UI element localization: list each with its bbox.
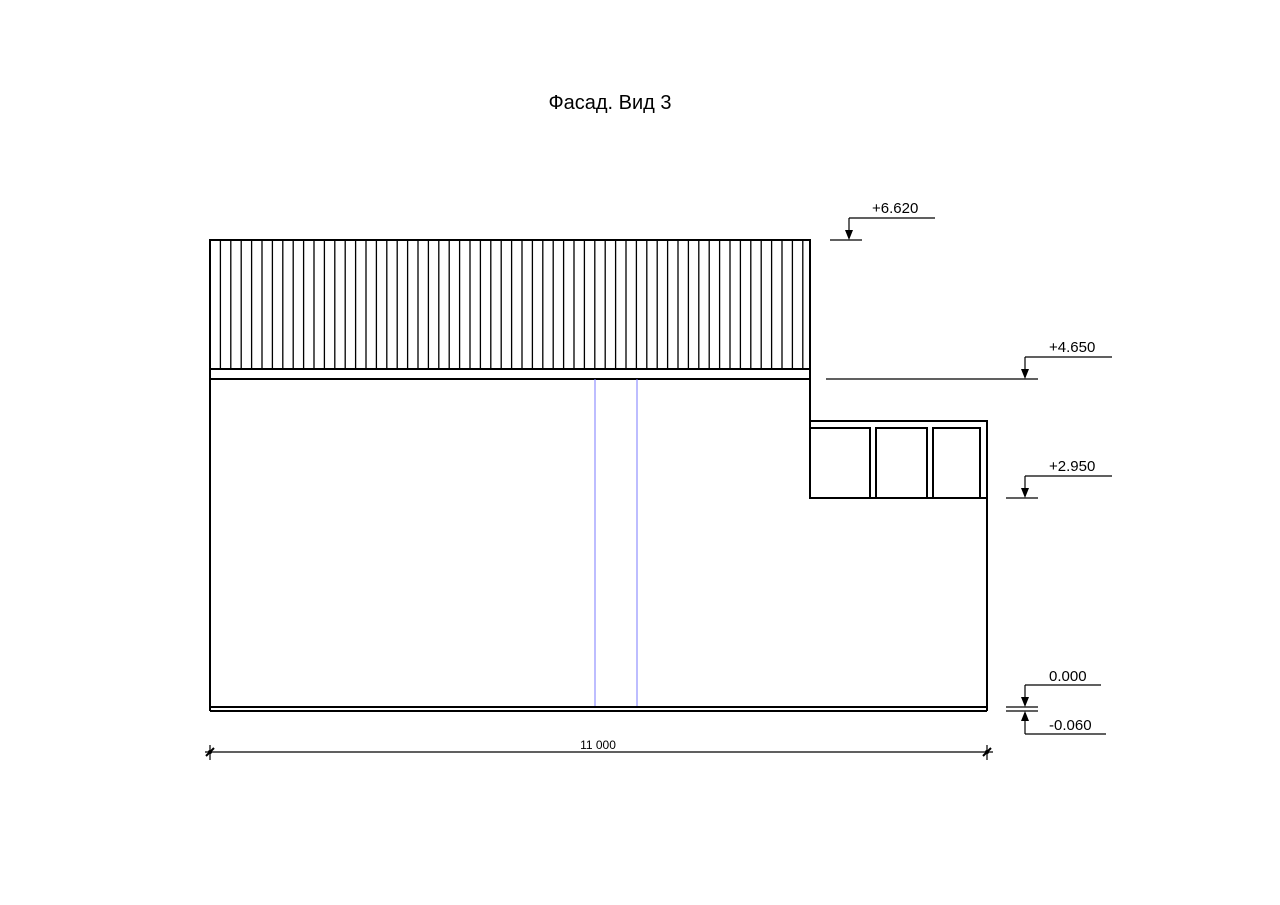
roof-cladding xyxy=(209,239,811,370)
drawing-title: Фасад. Вид 3 xyxy=(548,92,671,114)
guide-lines xyxy=(594,379,638,707)
level-mark-6620: +6.620 xyxy=(830,200,935,241)
main-wall xyxy=(209,379,811,711)
level-mark-4650: +4.650 xyxy=(826,339,1112,380)
annex-window-1 xyxy=(809,427,871,499)
annex-window-3 xyxy=(932,427,981,499)
width-dimension-label: 11 000 xyxy=(580,738,616,752)
level-label: -0.060 xyxy=(1049,717,1092,734)
width-dimension: 11 000 xyxy=(205,738,993,760)
ground-lines xyxy=(210,706,987,712)
level-mark-0000: 0.000 xyxy=(1006,668,1101,708)
level-mark-2950: +2.950 xyxy=(1006,458,1112,499)
level-label: +6.620 xyxy=(872,200,918,217)
cladding-ribs xyxy=(219,240,804,369)
annex-window-2 xyxy=(875,427,928,499)
level-label: +2.950 xyxy=(1049,458,1095,475)
level-mark-minus-0060: -0.060 xyxy=(1006,710,1106,735)
annex-block xyxy=(809,420,988,711)
level-label: +4.650 xyxy=(1049,339,1095,356)
cornice-band xyxy=(209,368,811,380)
level-label: 0.000 xyxy=(1049,668,1087,685)
